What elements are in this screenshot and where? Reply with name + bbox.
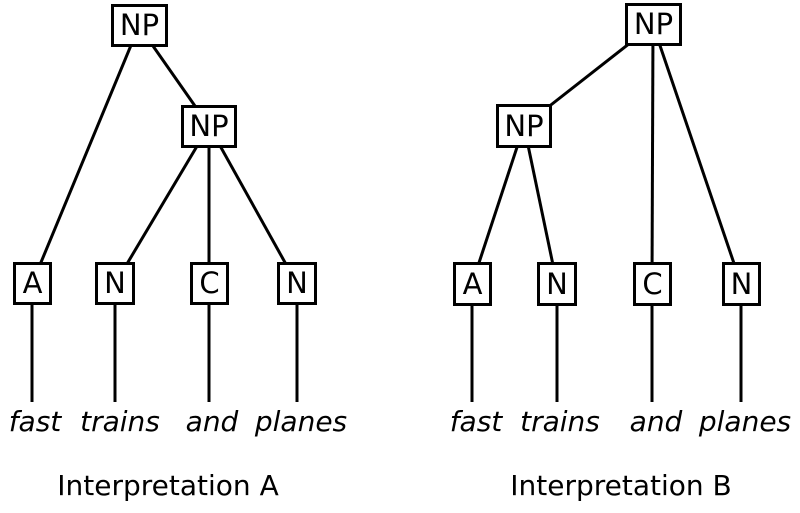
tree-a-leaf-n1-node: N — [95, 262, 135, 305]
tree-b-word-trains: trains — [520, 405, 600, 438]
tree-b-leaf-n1-node: N — [537, 262, 577, 306]
tree-a-caption: Interpretation A — [57, 469, 279, 502]
tree-b-leaf-n2-node: N — [722, 262, 761, 306]
tree-b-leaf-a-node: A — [453, 262, 492, 306]
edge-b-inner-to-n1 — [522, 125, 559, 285]
tree-a-word-planes: planes — [254, 405, 348, 438]
tree-a-leaf-c-node: C — [190, 262, 229, 305]
tree-b-word-and: and — [629, 405, 683, 438]
edge-b-root-to-n2 — [651, 24, 743, 285]
tree-a-leaf-n2-node: N — [277, 262, 317, 305]
edge-a-inner-to-n1 — [113, 125, 211, 285]
tree-b-word-fast: fast — [449, 405, 503, 438]
tree-b-leaf-c-node: C — [633, 262, 672, 306]
edge-a-root-to-a — [30, 25, 141, 285]
tree-b-caption: Interpretation B — [510, 469, 732, 502]
tree-a-inner-np-node: NP — [181, 105, 237, 148]
edge-a-inner-to-n2 — [207, 125, 299, 285]
tree-b-inner-np-node: NP — [496, 104, 552, 148]
tree-a-leaf-a-node: A — [13, 262, 52, 305]
tree-b-root-np-node: NP — [625, 3, 682, 46]
tree-a-word-and: and — [185, 405, 239, 438]
tree-a-word-trains: trains — [80, 405, 160, 438]
tree-a-word-fast: fast — [8, 405, 62, 438]
edge-b-root-to-c — [650, 24, 655, 285]
edge-b-inner-to-a — [470, 125, 526, 285]
tree-b-word-planes: planes — [698, 405, 792, 438]
tree-a-root-np-node: NP — [111, 4, 168, 47]
